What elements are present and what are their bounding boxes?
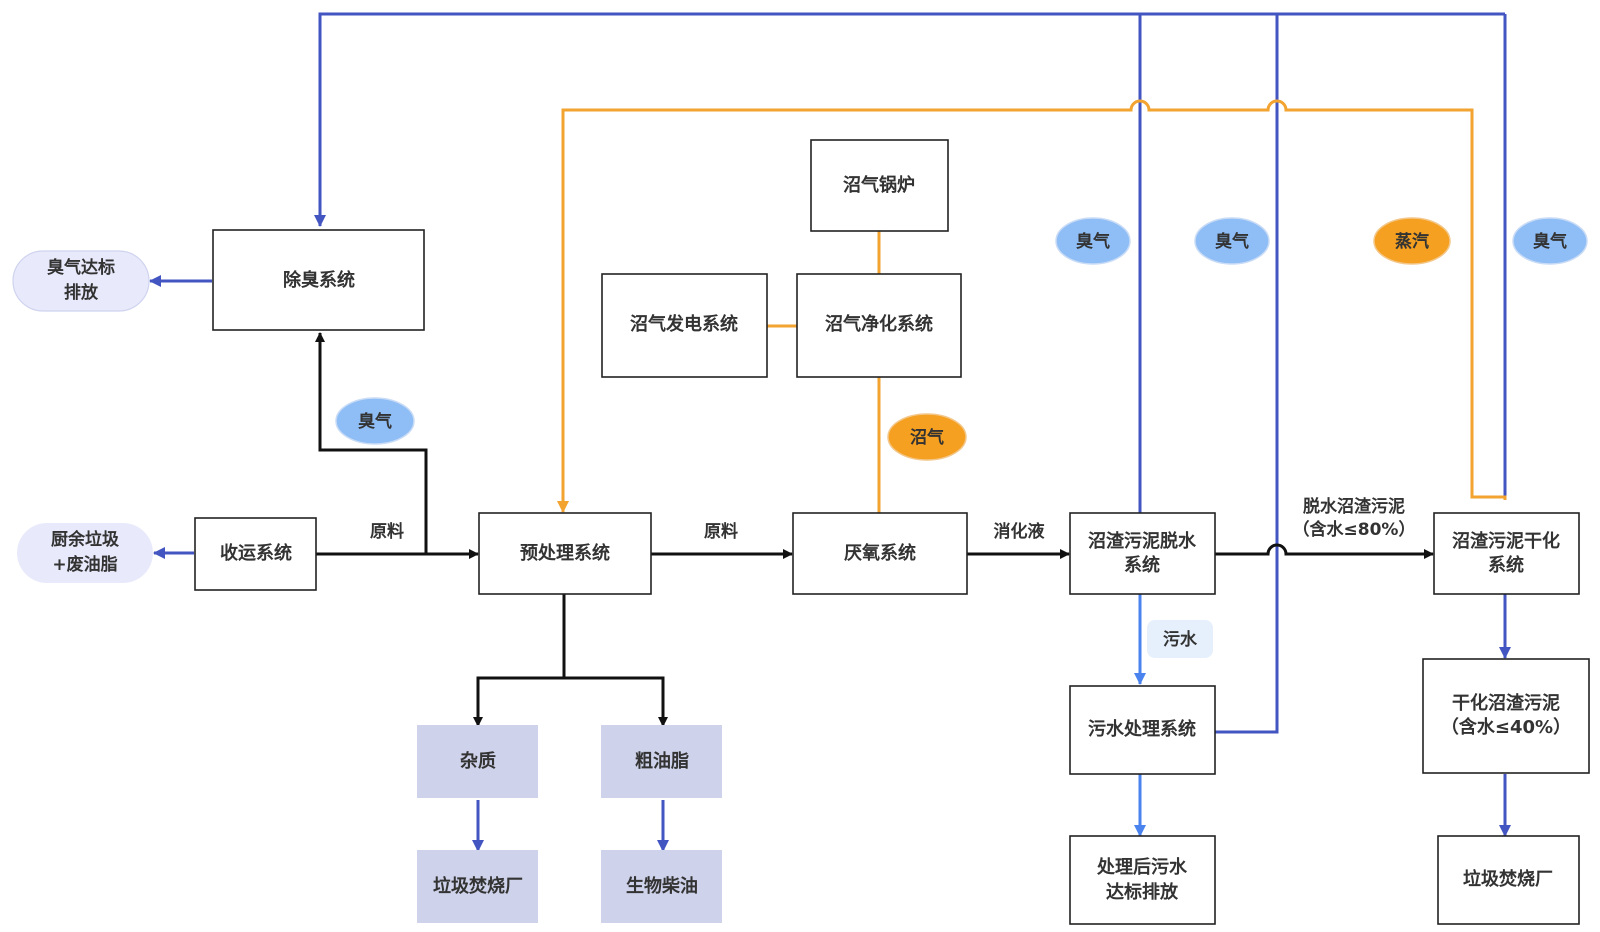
- flow-pretreat-split: [473, 594, 566, 727]
- node-biogas-power[interactable]: 沼气发电系统: [601, 273, 768, 378]
- node-anaerobic-label: 厌氧系统: [844, 542, 916, 564]
- bubble-odor-dry: 臭气: [1512, 217, 1588, 265]
- node-deodor-label: 除臭系统: [283, 269, 355, 291]
- node-collection-label: 收运系统: [220, 542, 292, 564]
- node-biogas-purify-label: 沼气净化系统: [825, 313, 933, 335]
- node-incinerator-left-label: 垃圾焚烧厂: [433, 875, 523, 897]
- node-biogas-power-label: 沼气发电系统: [630, 313, 738, 335]
- bubble-odor-wastewater: 臭气: [1194, 217, 1270, 265]
- bubble-odor-wastewater-label: 臭气: [1215, 231, 1249, 252]
- bubble-steam-label: 蒸汽: [1395, 231, 1429, 252]
- flow-pretreat-split-right: [564, 676, 668, 727]
- odor-main-header-line: [314, 12, 1505, 227]
- terminal-source: 厨余垃圾 +废油脂: [17, 523, 153, 583]
- terminal-source-line1: 厨余垃圾: [51, 529, 120, 550]
- terminal-odor-discharge-line2: 排放: [64, 282, 99, 303]
- bubble-biogas: 沼气: [887, 413, 967, 461]
- node-dry-label-line1: 沼渣污泥干化: [1452, 530, 1560, 552]
- bubble-odor-dry-label: 臭气: [1533, 231, 1567, 252]
- flow-dewater-to-dry: [1214, 543, 1434, 559]
- terminal-odor-discharge: 臭气达标 排放: [12, 250, 150, 312]
- node-dry-label-line2: 系统: [1488, 554, 1524, 576]
- node-anaerobic-system[interactable]: 厌氧系统: [792, 512, 968, 595]
- edge-label-dewatered-line1: 脱水沼渣污泥: [1303, 496, 1405, 517]
- edge-label-raw1: 原料: [370, 521, 404, 542]
- node-treated-discharge[interactable]: 处理后污水 达标排放: [1069, 835, 1216, 925]
- terminal-odor-discharge-line1: 臭气达标: [47, 257, 115, 278]
- node-dewater-system[interactable]: 沼渣污泥脱水 系统: [1069, 512, 1216, 595]
- node-incinerator-right-label: 垃圾焚烧厂: [1463, 868, 1553, 890]
- node-crude-oil-label: 粗油脂: [635, 750, 689, 772]
- node-biodiesel[interactable]: 生物柴油: [601, 850, 722, 923]
- flow-odor-to-deodor: [315, 332, 428, 554]
- edge-label-digestate: 消化液: [994, 521, 1045, 542]
- node-impurity[interactable]: 杂质: [417, 725, 538, 798]
- node-biodiesel-label: 生物柴油: [626, 875, 698, 897]
- node-collection-system[interactable]: 收运系统: [194, 517, 317, 591]
- edge-label-raw2: 原料: [704, 521, 738, 542]
- edge-label-dewatered-line2: （含水≤80%）: [1293, 519, 1416, 540]
- node-dried-label-line2: （含水≤40%）: [1441, 716, 1571, 738]
- node-pretreat-system[interactable]: 预处理系统: [478, 512, 652, 595]
- node-wastewater-label: 污水处理系统: [1088, 718, 1196, 740]
- node-impurity-label: 杂质: [460, 751, 496, 772]
- edge-label-sewage: 污水: [1163, 629, 1198, 650]
- bubble-odor-dewater-label: 臭气: [1076, 231, 1110, 252]
- bubble-biogas-label: 沼气: [910, 427, 944, 448]
- bubble-odor-collect-label: 臭气: [358, 411, 392, 432]
- bubble-odor-dewater: 臭气: [1055, 217, 1131, 265]
- node-pretreat-label: 预处理系统: [520, 542, 610, 564]
- node-treated-label-line1: 处理后污水: [1096, 856, 1188, 878]
- bubble-steam: 蒸汽: [1373, 217, 1451, 265]
- node-wastewater-system[interactable]: 污水处理系统: [1069, 685, 1216, 775]
- node-dewater-label-line2: 系统: [1124, 554, 1160, 576]
- bubble-odor-collect: 臭气: [335, 397, 415, 445]
- node-dried-label-line1: 干化沼渣污泥: [1452, 692, 1560, 714]
- node-biogas-boiler[interactable]: 沼气锅炉: [810, 139, 949, 232]
- node-deodor-system[interactable]: 除臭系统: [212, 229, 425, 331]
- node-dry-system[interactable]: 沼渣污泥干化 系统: [1433, 512, 1580, 595]
- odor-line-wastewater: [1214, 14, 1279, 734]
- node-dewater-label-line1: 沼渣污泥脱水: [1088, 530, 1197, 552]
- terminal-source-line2: +废油脂: [52, 554, 117, 575]
- node-dried-sludge[interactable]: 干化沼渣污泥 （含水≤40%）: [1422, 658, 1590, 774]
- node-biogas-boiler-label: 沼气锅炉: [843, 174, 915, 196]
- node-incinerator-left[interactable]: 垃圾焚烧厂: [417, 850, 538, 923]
- edge-tag-sewage: 污水: [1147, 620, 1213, 658]
- node-biogas-purify[interactable]: 沼气净化系统: [796, 273, 962, 378]
- node-incinerator-right[interactable]: 垃圾焚烧厂: [1437, 835, 1580, 925]
- steam-return-line: [557, 99, 1507, 513]
- node-treated-label-line2: 达标排放: [1106, 881, 1179, 903]
- node-crude-oil[interactable]: 粗油脂: [601, 725, 722, 798]
